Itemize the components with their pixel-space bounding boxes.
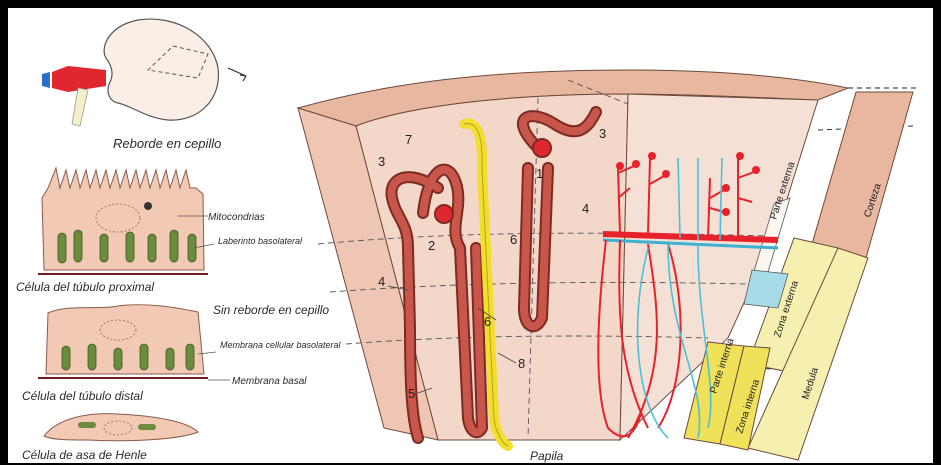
label-no-brush-border: Sin reborde en cepillo [213,303,329,317]
number-7: 7 [405,132,412,147]
number-6-upper: 6 [510,232,517,247]
label-papilla: Papila [530,449,564,463]
number-4-right: 4 [582,201,589,216]
henle-loop-cell [44,414,198,441]
diagram-canvas: Reborde en cepillo Mitocondrias Laberint… [8,8,933,463]
number-1: 1 [536,166,543,181]
number-3-right: 3 [599,126,606,141]
kidney-thumbnail [42,19,246,126]
number-5: 5 [408,386,415,401]
caption-distal-cell: Célula del túbulo distal [22,389,143,403]
label-basolateral-membrane: Membrana cellular basolateral [220,340,342,350]
caption-henle-cell: Célula de asa de Henle [22,448,147,462]
number-8: 8 [518,356,525,371]
number-2: 2 [428,238,435,253]
number-3-left: 3 [378,154,385,169]
label-basolateral-labyrinth: Laberinto basolateral [218,236,303,246]
label-basal-membrane: Membrana basal [232,376,307,387]
number-4-left: 4 [378,274,385,289]
label-mitochondria: Mitocondrias [208,212,265,223]
proximal-tubule-cell [38,168,208,274]
distal-tubule-cell [38,305,208,378]
label-brush-border: Reborde en cepillo [113,136,221,151]
caption-proximal-cell: Célula del túbulo proximal [16,280,154,294]
kidney-nephron-diagram: Reborde en cepillo Mitocondrias Laberint… [8,8,933,463]
